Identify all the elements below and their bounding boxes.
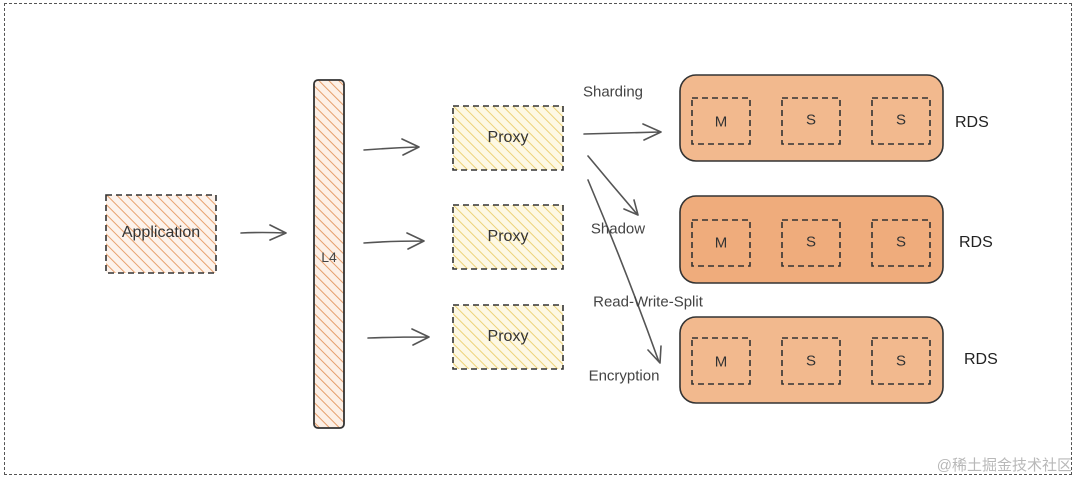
rds-node-slave (871, 219, 931, 267)
rds-3-node-master-label: M (714, 353, 728, 371)
proxy-box-2 (452, 204, 564, 270)
rds-3-node-slave-label: S (805, 352, 817, 370)
rds-node-master (691, 219, 751, 267)
arrow-sharding (583, 123, 662, 141)
rds-1-node-master-label: M (714, 113, 728, 131)
arrow-shadow (587, 155, 639, 216)
rds-node-slave (781, 337, 841, 385)
rds-node-slave (871, 97, 931, 145)
feature-read-write-split: Read-Write-Split (593, 293, 703, 311)
watermark: @稀土掘金技术社区 (936, 457, 1072, 474)
rds-3-label: RDS (964, 351, 998, 368)
arrow-l4-to-proxy-2 (363, 232, 425, 250)
rds-3-node-slave-label: S (895, 352, 907, 370)
rds-node-slave (781, 97, 841, 145)
rds-node-slave (871, 337, 931, 385)
proxy-label-1: Proxy (487, 129, 529, 146)
arrow-read-write-split (587, 179, 662, 364)
rds-2-node-master-label: M (714, 234, 728, 252)
rds-cluster-1 (679, 74, 944, 162)
feature-encryption: Encryption (588, 367, 660, 385)
rds-1-node-slave-label: S (895, 111, 907, 129)
proxy-label-3: Proxy (487, 328, 529, 345)
proxy-label-2: Proxy (487, 228, 529, 245)
application-box (105, 194, 217, 274)
application-label: Application (121, 224, 201, 241)
proxy-box-1 (452, 105, 564, 171)
rds-1-label: RDS (955, 114, 989, 131)
l4-bar (313, 79, 345, 429)
rds-node-master (691, 97, 751, 145)
feature-sharding: Sharding (582, 83, 644, 101)
diagram-frame (4, 3, 1072, 475)
rds-cluster-2 (679, 195, 944, 284)
feature-shadow: Shadow (590, 220, 646, 238)
arrow-l4-to-proxy-3 (367, 328, 430, 346)
rds-cluster-3 (679, 316, 944, 404)
rds-1-node-slave-label: S (805, 111, 817, 129)
rds-2-node-slave-label: S (805, 233, 817, 251)
arrow-l4-to-proxy-1 (363, 138, 420, 156)
rds-node-master (691, 337, 751, 385)
rds-2-label: RDS (959, 234, 993, 251)
rds-2-node-slave-label: S (895, 233, 907, 251)
rds-node-slave (781, 219, 841, 267)
l4-label: L4 (321, 249, 337, 265)
arrow-app-to-l4 (240, 224, 287, 241)
proxy-box-3 (452, 304, 564, 370)
